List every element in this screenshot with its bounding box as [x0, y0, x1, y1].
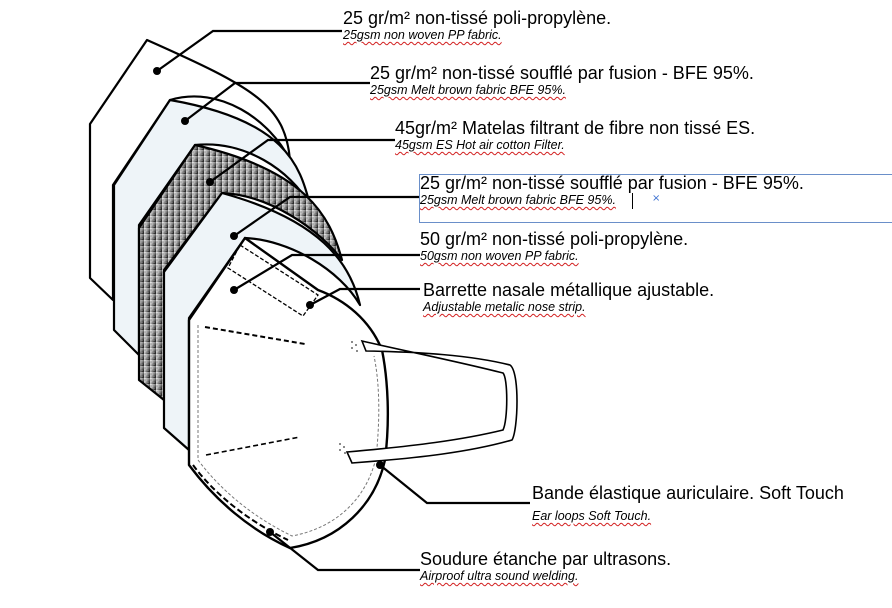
label-outer-pp[interactable]: 25 gr/m² non-tissé poli-propylène. 25gsm… [343, 8, 611, 43]
text-selection-box[interactable] [419, 174, 892, 223]
nose-strip [227, 244, 319, 317]
label-welding[interactable]: Soudure étanche par ultrasons. Airproof … [420, 549, 671, 584]
anchor-marker-icon: × [652, 193, 661, 204]
welding-edge [192, 464, 289, 541]
label-fr: 25 gr/m² non-tissé soufflé par fusion - … [420, 173, 804, 193]
label-es-filter[interactable]: 45gr/m² Matelas filtrant de fibre non ti… [395, 118, 755, 153]
label-fr: 25 gr/m² non-tissé poli-propylène. [343, 8, 612, 28]
label-en: Adjustable metalic nose strip. [423, 300, 586, 314]
layer-5-inner-pp [187, 236, 390, 550]
label-en: 45gsm ES Hot air cotton Filter. [395, 138, 565, 152]
label-nose-strip[interactable]: Barrette nasale métallique ajustable. Ad… [423, 280, 714, 315]
label-inner-pp[interactable]: 50 gr/m² non-tissé poli-propylène. 50gsm… [420, 229, 688, 264]
label-meltblown-2[interactable]: 25 gr/m² non-tissé soufflé par fusion - … [420, 173, 804, 208]
label-fr: Bande élastique auriculaire. Soft Touch [532, 483, 844, 503]
label-en: 25gsm non woven PP fabric. [343, 28, 502, 42]
label-en: 25gsm Melt brown fabric BFE 95%. [370, 83, 566, 97]
label-ear-loops[interactable]: Bande élastique auriculaire. Soft Touch … [532, 483, 844, 524]
label-fr: Soudure étanche par ultrasons. [420, 549, 672, 569]
ear-loop [345, 339, 518, 464]
label-meltblown-1[interactable]: 25 gr/m² non-tissé soufflé par fusion - … [370, 63, 754, 98]
label-en: 50gsm non woven PP fabric. [420, 249, 579, 263]
label-fr: Barrette nasale métallique ajustable. [423, 280, 715, 300]
label-fr: 25 gr/m² non-tissé soufflé par fusion - … [370, 63, 754, 83]
label-en: 25gsm Melt brown fabric BFE 95%. [420, 193, 616, 207]
label-fr: 50 gr/m² non-tissé poli-propylène. [420, 229, 689, 249]
text-caret [632, 193, 633, 209]
label-en: Ear loops Soft Touch. [532, 509, 652, 523]
label-en: Airproof ultra sound welding. [420, 569, 579, 583]
label-fr: 45gr/m² Matelas filtrant de fibre non ti… [395, 118, 756, 138]
